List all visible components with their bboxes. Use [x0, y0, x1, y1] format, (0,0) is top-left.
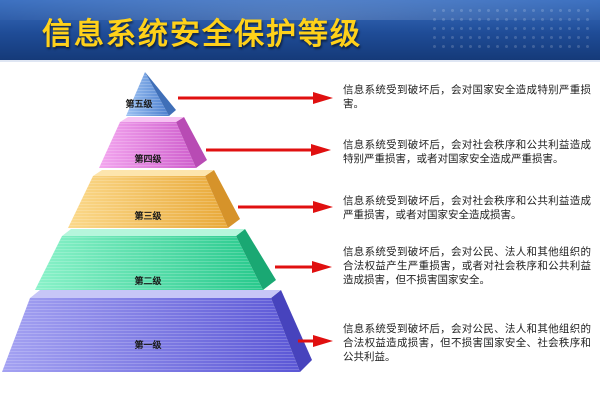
header-sheen — [0, 0, 600, 20]
tier-level1-texture — [2, 298, 300, 372]
tier-label-level3: 第三级 — [134, 210, 162, 222]
tier-label-level1: 第一级 — [134, 339, 162, 351]
arrow-level4 — [206, 144, 331, 156]
arrow-level3 — [238, 201, 333, 213]
pyramid-tier-level5 — [126, 72, 176, 116]
page-title: 信息系统安全保护等级 — [42, 17, 362, 52]
pyramid-tier-level1 — [2, 290, 312, 372]
tier-level3-top — [93, 170, 214, 176]
arrow-level2 — [275, 261, 332, 273]
arrows — [178, 92, 333, 347]
description-level3: 信息系统受到破坏后，会对社会秩序和公共利益造成严重损害，或者对国家安全造成损害。 — [343, 195, 591, 221]
pyramid-tier-level4 — [99, 117, 207, 168]
tier-label-level4: 第四级 — [134, 153, 162, 165]
tier-level2-top — [62, 229, 245, 236]
tier-label-level5: 第五级 — [125, 98, 153, 110]
header-banner: 信息系统安全保护等级 — [0, 0, 600, 60]
tier-level4-texture — [99, 122, 196, 168]
description-level4: 信息系统受到破坏后，会对社会秩序和公共利益造成特别严重损害，或者对国家安全造成严… — [343, 139, 591, 165]
tier-level1-top — [30, 290, 281, 298]
tier-level1-side — [271, 290, 312, 372]
description-level2: 信息系统受到破坏后，会对公民、法人和其他组织的合法权益产生严重损害，或者对社会秩… — [343, 246, 591, 286]
tier-level3-side — [205, 170, 240, 228]
description-level1: 信息系统受到破坏后，会对公民、法人和其他组织的合法权益造成损害，但不损害国家安全… — [343, 323, 591, 363]
tier-level5-texture — [126, 72, 169, 116]
description-level5: 信息系统受到破坏后，会对国家安全造成特别严重损害。 — [343, 84, 591, 110]
header-divider — [0, 60, 600, 62]
tier-label-level2: 第二级 — [134, 275, 162, 287]
tier-level5-side — [145, 72, 176, 116]
arrow-level5 — [178, 92, 333, 104]
tier-level2-texture — [35, 236, 263, 290]
tier-level3-texture — [68, 176, 228, 228]
tier-level2-side — [236, 229, 276, 290]
pyramid-tier-level3 — [68, 170, 240, 228]
tier-level4-side — [176, 117, 207, 168]
header-dot-pattern — [430, 6, 590, 54]
tier-level4-top — [120, 117, 184, 122]
arrow-level1 — [298, 335, 333, 347]
pyramid-tier-level2 — [35, 229, 276, 290]
